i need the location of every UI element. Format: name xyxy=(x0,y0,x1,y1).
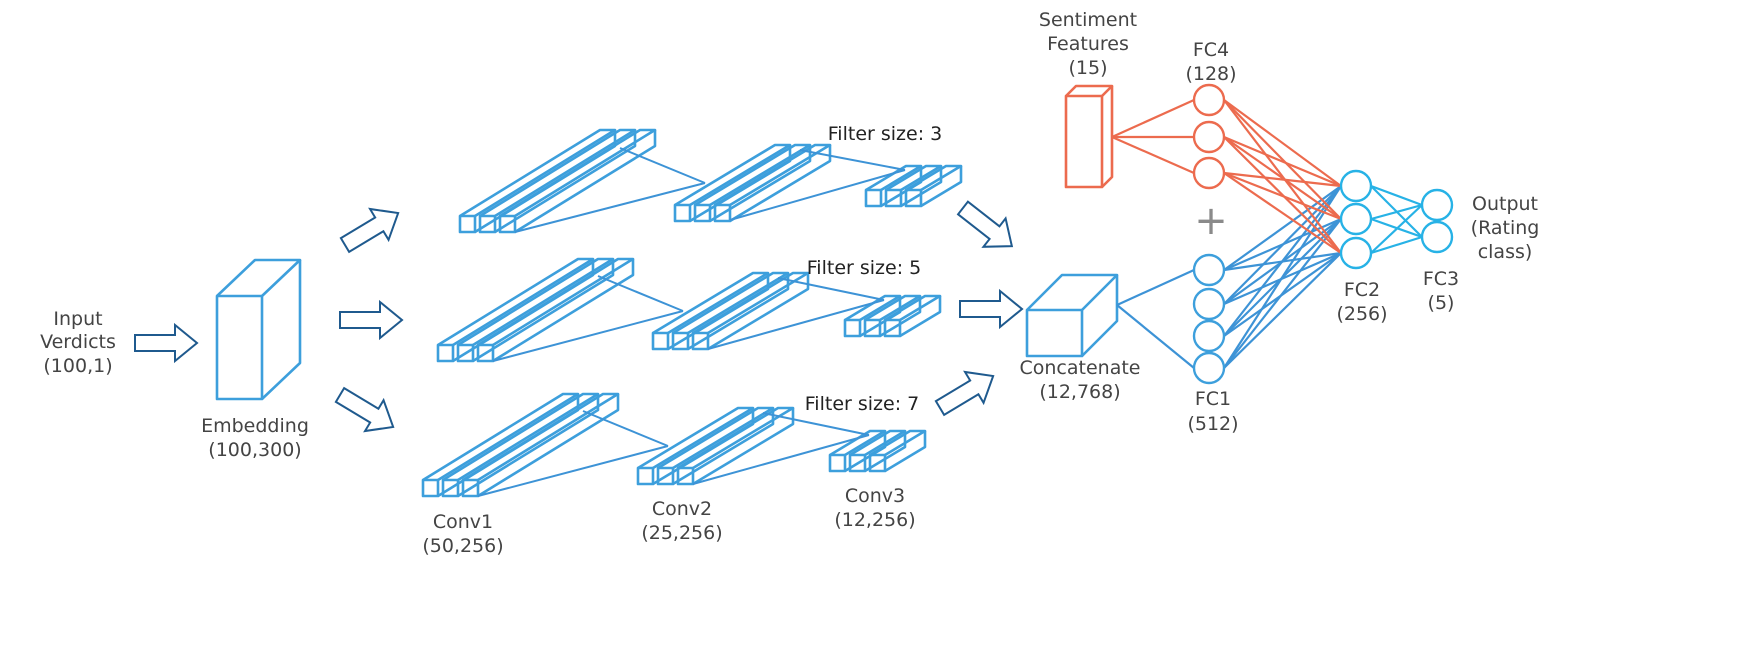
fc1-fc2-edge-4-3 xyxy=(1223,252,1342,369)
fc3-neuron-2 xyxy=(1420,220,1454,254)
connections-concat-to-fc1 xyxy=(1116,268,1195,369)
input-line2: Verdicts xyxy=(40,331,116,353)
sentiment-shape: (15) xyxy=(1068,57,1107,79)
fc3-shape: (5) xyxy=(1428,292,1455,314)
fc4-neuron-3 xyxy=(1192,156,1226,190)
plus-sign: + xyxy=(1194,198,1228,244)
concatenate-name: Concatenate xyxy=(1020,357,1141,379)
input-shape: (100,1) xyxy=(43,355,112,377)
branch1-filter-label: Filter size: 3 xyxy=(828,123,942,145)
embedding-shape: (100,300) xyxy=(208,439,301,461)
fc2-neuron-1 xyxy=(1339,169,1373,203)
fc1-neuron-3 xyxy=(1192,319,1226,353)
branch-3: Filter size: 7 xyxy=(421,392,927,498)
fc4-name: FC4 xyxy=(1193,39,1229,61)
conv3-shape: (12,256) xyxy=(834,509,915,531)
embedding-name: Embedding xyxy=(201,415,309,437)
sentiment-block xyxy=(1064,84,1114,189)
concatenate-shape: (12,768) xyxy=(1039,381,1120,403)
fc4-fc2-edge-1-2 xyxy=(1223,99,1342,220)
arrow-embedding-to-branch3 xyxy=(329,378,404,444)
fc1-shape: (512) xyxy=(1187,413,1238,435)
fc2-neuron-2 xyxy=(1339,202,1373,236)
arrow-input-to-embedding xyxy=(134,324,198,362)
fc1-neuron-1 xyxy=(1192,253,1226,287)
fc2-layer xyxy=(1339,169,1373,270)
sentiment-line2: Features xyxy=(1047,33,1129,55)
branch3-conv3 xyxy=(828,429,927,473)
input-line1: Input xyxy=(53,308,102,330)
fc1-neuron-2 xyxy=(1192,287,1226,321)
conv3-name: Conv3 xyxy=(845,485,905,507)
fc1-fc2-edge-4-2 xyxy=(1223,218,1342,369)
connections-fc2-to-fc3 xyxy=(1370,184,1423,255)
conv2-name: Conv2 xyxy=(652,498,712,520)
branch3-conv1 xyxy=(421,392,620,498)
fc4-layer xyxy=(1192,83,1226,190)
fc1-fc2-edge-2-1 xyxy=(1223,185,1342,305)
fc2-fc3-edge-1-1 xyxy=(1370,184,1423,207)
fc4-shape: (128) xyxy=(1185,63,1236,85)
fc4-fc2-edge-3-2 xyxy=(1223,171,1342,221)
branch-1: Filter size: 3 xyxy=(458,123,963,234)
branch-2: Filter size: 5 xyxy=(436,257,942,363)
branch3-conv2 xyxy=(636,406,795,486)
branch1-conv1 xyxy=(458,128,657,234)
output-line2: (Rating xyxy=(1471,217,1540,239)
sentiment-line1: Sentiment xyxy=(1039,9,1137,31)
fc2-neuron-3 xyxy=(1339,236,1373,270)
fc4-neuron-2 xyxy=(1192,120,1226,154)
concatenate-block xyxy=(1025,273,1119,358)
conv2-shape: (25,256) xyxy=(641,522,722,544)
fc2-fc3-edge-2-1 xyxy=(1370,203,1423,221)
branch2-conv1 xyxy=(436,257,635,363)
branch2-conv3 xyxy=(843,294,942,338)
output-line3: class) xyxy=(1478,241,1533,263)
connections-sentiment-to-fc4 xyxy=(1111,98,1195,175)
embedding-block xyxy=(215,258,302,401)
fc3-layer xyxy=(1420,188,1454,254)
fc2-name: FC2 xyxy=(1344,279,1380,301)
fc1-neuron-4 xyxy=(1192,351,1226,385)
fc4-fc2-edge-2-2 xyxy=(1223,136,1342,220)
branch3-filter-label: Filter size: 7 xyxy=(805,393,919,415)
fc1-fc2-edge-1-1 xyxy=(1223,185,1342,271)
conv1-name: Conv1 xyxy=(433,511,493,533)
arrow-embedding-to-branch1 xyxy=(334,196,409,262)
input-label: Input Verdicts (100,1) xyxy=(40,308,116,377)
arrow-branch1-to-concat xyxy=(950,192,1024,262)
fc1-fc2-edge-4-1 xyxy=(1223,185,1342,369)
conv1-shape: (50,256) xyxy=(422,535,503,557)
arrow-embedding-to-branch2 xyxy=(339,301,403,339)
fc3-neuron-1 xyxy=(1420,188,1454,222)
branch2-filter-label: Filter size: 5 xyxy=(807,257,921,279)
branch2-conv2 xyxy=(651,271,810,351)
output-line1: Output xyxy=(1472,193,1538,215)
branch1-conv2 xyxy=(673,143,832,223)
fc4-fc2-edge-1-3 xyxy=(1223,99,1342,254)
fc1-name: FC1 xyxy=(1195,388,1231,410)
fc4-fc2-edge-1-1 xyxy=(1223,99,1342,187)
fc2-fc3-edge-3-2 xyxy=(1370,235,1423,255)
connections-fc4-to-fc2 xyxy=(1223,99,1342,254)
fc2-fc3-edge-3-1 xyxy=(1370,204,1423,254)
fc4-fc2-edge-2-1 xyxy=(1223,135,1342,188)
fc4-fc2-edge-3-3 xyxy=(1223,172,1342,254)
arrow-branch3-to-concat xyxy=(929,359,1004,425)
fc4-neuron-1 xyxy=(1192,83,1226,117)
branch1-conv3 xyxy=(864,164,963,208)
arrow-branch2-to-concat xyxy=(959,290,1023,328)
fc3-name: FC3 xyxy=(1423,268,1459,290)
fc2-shape: (256) xyxy=(1336,303,1387,325)
fc4-fc2-edge-3-1 xyxy=(1223,171,1342,188)
fc1-layer xyxy=(1192,253,1226,385)
